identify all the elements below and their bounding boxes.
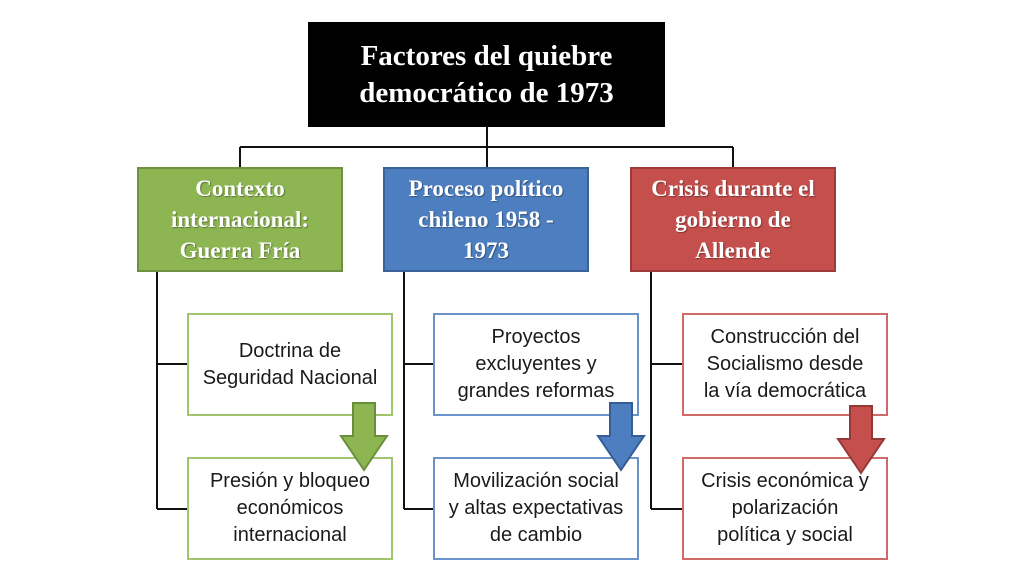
factor-label: Presión y bloqueo económicos internacion… xyxy=(209,470,371,546)
factor-box: Crisis económica y polarización política… xyxy=(682,457,888,560)
factor-box: Movilización social y altas expectativas… xyxy=(433,457,639,560)
category-box-chilean-political-process: Proceso político chileno 1958 - 1973 xyxy=(383,167,589,272)
category-box-international-context: Contexto internacional: Guerra Fría xyxy=(137,167,343,272)
category-label: Crisis durante el gobierno de Allende xyxy=(651,176,815,263)
factor-label: Movilización social y altas expectativas… xyxy=(448,470,624,546)
category-label: Proceso político chileno 1958 - 1973 xyxy=(408,176,564,263)
factor-box: Presión y bloqueo económicos internacion… xyxy=(187,457,393,560)
factor-box: Doctrina de Seguridad Nacional xyxy=(187,313,393,416)
down-arrow-icon xyxy=(339,402,389,472)
diagram-title-box: Factores del quiebre democrático de 1973 xyxy=(308,22,665,127)
factor-label: Crisis económica y polarización política… xyxy=(701,470,869,546)
factor-label: Proyectos excluyentes y grandes reformas xyxy=(457,326,615,402)
down-arrow-icon xyxy=(836,405,886,475)
diagram-title: Factores del quiebre democrático de 1973 xyxy=(359,39,614,109)
factor-box: Construcción del Socialismo desde la vía… xyxy=(682,313,888,416)
factor-label: Doctrina de Seguridad Nacional xyxy=(202,339,378,389)
category-box-allende-crisis: Crisis durante el gobierno de Allende xyxy=(630,167,836,272)
factor-label: Construcción del Socialismo desde la vía… xyxy=(703,326,867,402)
factor-box: Proyectos excluyentes y grandes reformas xyxy=(433,313,639,416)
category-label: Contexto internacional: Guerra Fría xyxy=(171,176,309,263)
down-arrow-icon xyxy=(596,402,646,472)
